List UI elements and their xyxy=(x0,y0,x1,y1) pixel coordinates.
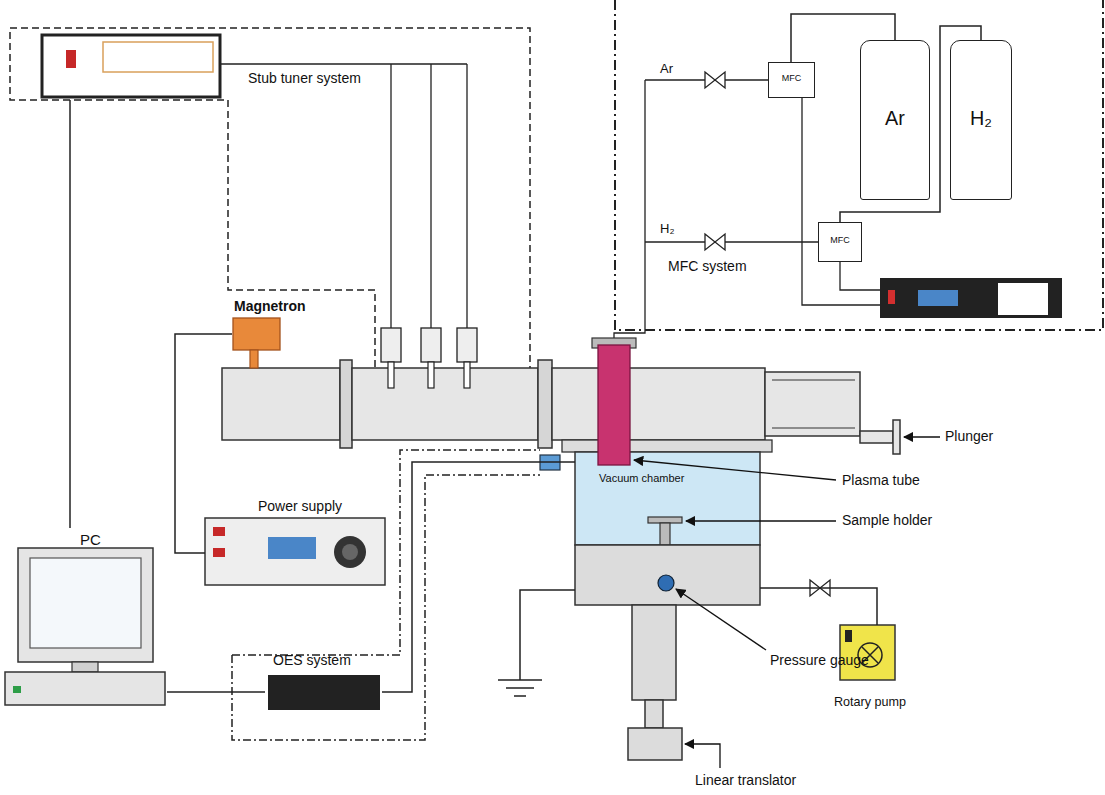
stub-rod xyxy=(388,362,394,388)
indicator-light xyxy=(213,548,225,557)
translator-shaft xyxy=(645,700,663,728)
part-label: Plasma tube xyxy=(842,472,920,488)
pc-screen xyxy=(30,558,141,648)
plunger-housing xyxy=(772,380,855,428)
plunger-housing xyxy=(765,372,860,436)
node-label: OES system xyxy=(273,652,351,668)
node-label: MFC system xyxy=(668,258,747,274)
indicator-light xyxy=(13,686,21,693)
gas-line xyxy=(614,80,818,338)
vacuum-chamber xyxy=(575,452,760,545)
waveguide xyxy=(552,368,765,440)
chamber-base xyxy=(575,545,760,605)
translator-column xyxy=(632,605,676,700)
gas-cylinder: H₂ xyxy=(950,40,1012,200)
oes-spectrometer xyxy=(268,675,380,710)
dashed-region: Stub tuner system xyxy=(10,28,530,410)
gas-cylinder: Ar xyxy=(860,40,930,200)
part-label: Pressure gauge xyxy=(770,652,869,668)
valve-symbol xyxy=(705,234,725,250)
leader-arrow xyxy=(904,436,940,437)
waveguide xyxy=(222,368,340,440)
chamber-flange xyxy=(562,440,772,452)
indicator-light xyxy=(888,290,895,304)
magnetron-antenna xyxy=(250,350,258,368)
part-label: Plunger xyxy=(945,428,993,444)
magnetron-body xyxy=(233,318,280,350)
part-label: Linear translator xyxy=(695,772,796,788)
control-wire xyxy=(220,64,467,328)
connector-wire xyxy=(167,691,265,693)
indicator-light xyxy=(66,50,76,68)
dashed-region: MFC systemArH₂MFCMFC xyxy=(615,0,1105,330)
leader-arrow xyxy=(685,744,720,768)
indicator-light xyxy=(213,527,225,536)
flange xyxy=(340,360,352,448)
pc-stand xyxy=(72,662,98,672)
part-label: H₂ xyxy=(660,222,674,237)
linear-translator xyxy=(628,728,682,760)
node-label: Stub tuner system xyxy=(248,70,361,86)
node-label: Magnetron xyxy=(234,298,306,314)
node-label: Power supply xyxy=(258,498,342,514)
mfc-box: MFC xyxy=(818,222,862,262)
leader-arrow xyxy=(676,589,766,650)
connector-wire xyxy=(69,100,71,528)
pc-unit: PC xyxy=(3,528,167,708)
oes-region-outline xyxy=(232,475,540,740)
plasma-tube xyxy=(598,345,630,465)
plunger-rod xyxy=(860,431,893,443)
chamber-unit: Vacuum chamber xyxy=(575,440,760,605)
flange xyxy=(538,360,552,448)
pc-case xyxy=(5,672,165,705)
stub-tuner xyxy=(421,328,441,362)
sample-holder xyxy=(648,517,682,523)
connector-wire xyxy=(760,588,877,625)
pump-switch xyxy=(845,630,852,642)
power-supply-unit: Power supply xyxy=(205,498,385,585)
display-panel xyxy=(998,283,1048,315)
magnetron-unit: Magnetron xyxy=(232,298,316,352)
stub-region-outline xyxy=(10,28,530,410)
control-knob xyxy=(342,544,358,560)
node-label: Ar xyxy=(861,107,929,130)
display-panel xyxy=(103,42,213,72)
mfc-region-outline xyxy=(615,0,1103,330)
mfc-controller xyxy=(880,278,1062,318)
control-knob xyxy=(334,536,366,568)
oes-unit: OES system xyxy=(265,652,382,712)
leader-arrow xyxy=(686,520,836,521)
power-supply xyxy=(205,518,385,585)
connector-wire xyxy=(382,462,575,692)
node-label: Vacuum chamber xyxy=(599,472,684,485)
part-label: Sample holder xyxy=(842,512,932,528)
pump-unit: Rotary pump xyxy=(822,625,918,715)
node-label: PC xyxy=(80,531,101,548)
stub-tuner xyxy=(381,328,401,362)
pressure-gauge xyxy=(658,575,674,591)
part-label: Ar xyxy=(660,62,673,77)
node-label: Rotary pump xyxy=(822,695,918,709)
waveguide xyxy=(352,368,538,440)
valve-symbol xyxy=(705,72,725,88)
display-panel xyxy=(268,537,316,559)
stub-rod xyxy=(464,362,470,388)
node-label: H₂ xyxy=(951,107,1011,130)
pc-monitor xyxy=(18,548,153,662)
controller-box xyxy=(42,35,220,97)
stub-rod xyxy=(428,362,434,388)
stub-tuner xyxy=(457,328,477,362)
node-label: MFC xyxy=(769,73,814,83)
display-panel xyxy=(918,290,958,306)
connector-wire xyxy=(175,334,232,553)
ground-symbol xyxy=(498,590,575,696)
sample-holder xyxy=(660,523,670,545)
oes-region-outline xyxy=(232,450,540,655)
node-label: MFC xyxy=(819,235,861,245)
plunger-knob xyxy=(893,420,900,454)
mfc-box: MFC xyxy=(768,62,815,98)
